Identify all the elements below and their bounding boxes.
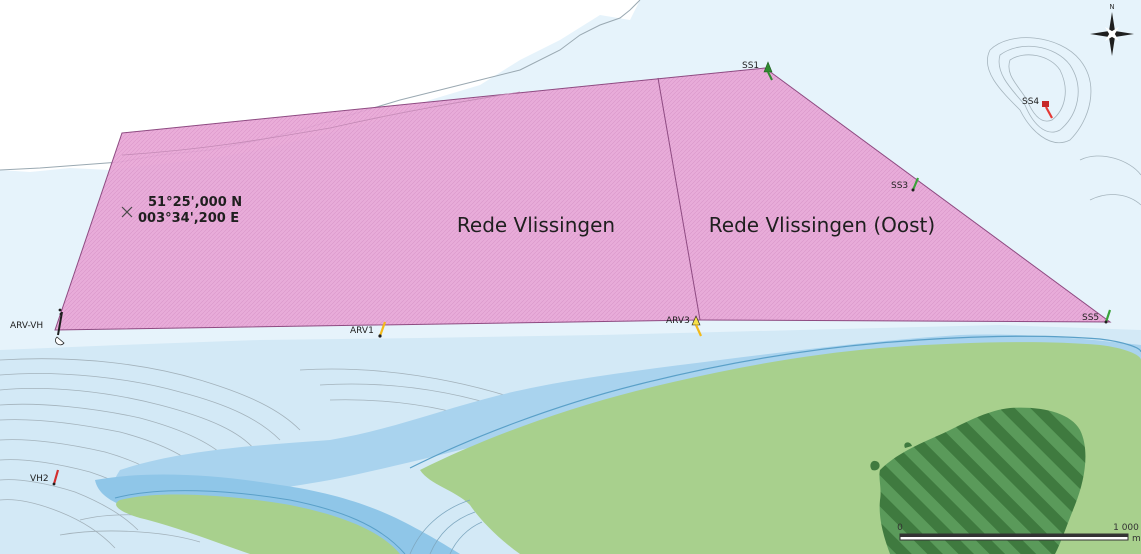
tidal-flat-small [116,494,400,554]
buoy-label-arv-vh: ARV-VH [10,321,43,331]
buoy-dot-icon [58,308,62,312]
buoy-ss4[interactable] [1042,101,1053,119]
depth-contours-north-east [987,37,1141,206]
area-label-rede-vlissingen-oost: Rede Vlissingen (Oost) [709,213,935,237]
buoy-ss3[interactable] [911,177,920,192]
depth-contour-in-anchorage [121,91,521,156]
buoy-dot-icon [911,188,915,192]
buoy-light-icon [767,71,773,81]
buoy-label-arv1: ARV1 [350,326,374,336]
scale-end-label: 1 000 [1113,523,1139,533]
area-label-rede-vlissingen: Rede Vlissingen [457,213,615,237]
tidal-flat-outline [409,335,1141,469]
buoy-dot-icon [52,482,56,486]
buoy-red-spar-icon [52,469,60,485]
scale-unit-label: m [1132,534,1141,544]
buoy-label-vh2: VH2 [30,474,49,484]
buoy-dot-icon [59,312,63,316]
buoy-cardinal-icon [57,311,63,336]
land-hatched [879,407,1086,554]
buoy-red-can-icon [1042,101,1049,107]
buoy-arv1[interactable] [378,321,387,338]
buoy-label-ss1: SS1 [742,61,759,71]
anchorage-divider [657,77,701,321]
scale-bar [899,533,1129,541]
buoy-arv-vh[interactable] [55,308,65,346]
buoy-arv3[interactable] [691,315,703,337]
buoy-label-ss4: SS4 [1022,97,1039,107]
position-marker[interactable] [121,206,133,218]
compass-north-label: N [1109,3,1114,11]
buoy-green-spar-icon [1104,309,1112,323]
buoy-label-ss3: SS3 [891,181,908,191]
buoy-vh2[interactable] [52,469,60,486]
buoy-green-spar-icon [911,177,920,191]
tidal-flat-small-outline [114,490,406,554]
position-latitude: 51°25',000 N [148,195,242,210]
cross-icon [121,206,133,218]
compass-rose-icon [1090,12,1134,56]
buoy-light-icon [55,336,65,346]
buoy-label-ss5: SS5 [1082,313,1099,323]
buoy-label-arv3: ARV3 [666,316,690,326]
land-islets [870,442,912,471]
buoy-dot-icon [1104,320,1108,324]
depth-contours-lagoon [409,499,483,554]
buoy-light-icon [1045,106,1053,119]
scale-start-label: 0 [897,523,903,533]
buoy-dot-icon [378,334,382,338]
buoy-yellow-spar-icon [378,321,387,337]
buoy-ss5[interactable] [1104,309,1112,324]
buoy-ss1[interactable] [763,61,773,81]
buoy-light-icon [694,324,703,337]
position-longitude: 003°34',200 E [138,211,239,226]
